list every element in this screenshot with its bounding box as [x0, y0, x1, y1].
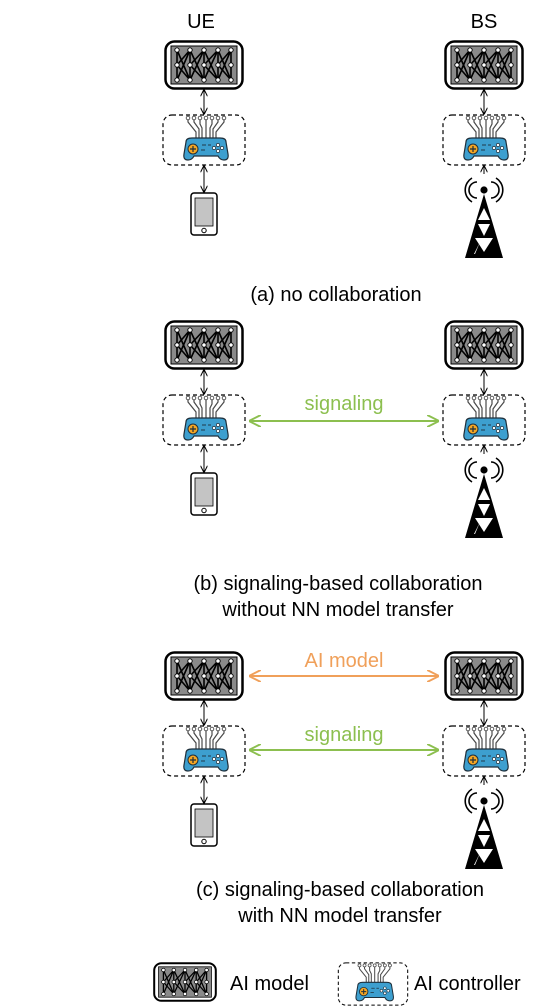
- legend-ai-controller-label: AI controller: [414, 973, 521, 995]
- panel-b: signaling (b) signaling-based collaborat…: [162, 320, 526, 621]
- signaling-label: signaling: [305, 393, 384, 415]
- ue-ai-controller-icon: [162, 394, 246, 446]
- legend-ai-model-label: AI model: [230, 973, 309, 995]
- caption-c-line1: (c) signaling-based collaboration: [196, 879, 484, 901]
- signaling-label: signaling: [305, 724, 384, 746]
- caption-a: (a) no collaboration: [250, 284, 421, 306]
- legend-ai-model-icon: [153, 962, 217, 1002]
- bs-ai-controller-icon: [442, 114, 526, 166]
- phone-icon: [190, 803, 218, 847]
- bs-column-header: BS: [471, 11, 498, 33]
- caption-b-line1: (b) signaling-based collaboration: [193, 573, 482, 595]
- panel-c: AI model signaling (c) signaling-based c…: [162, 650, 526, 927]
- caption-b-line2: without NN model transfer: [221, 599, 454, 621]
- panel-a: (a) no collaboration: [162, 40, 526, 306]
- bs-ai-controller-icon: [442, 394, 526, 446]
- bs-ai-model-icon: [444, 320, 524, 370]
- base-station-tower-icon: [464, 177, 504, 259]
- ue-ai-model-icon: [164, 320, 244, 370]
- ue-ai-controller-icon: [162, 725, 246, 777]
- ue-ai-model-icon: [164, 40, 244, 90]
- caption-c-line2: with NN model transfer: [237, 905, 442, 927]
- bs-ai-model-icon: [444, 40, 524, 90]
- legend: AI model AI controller: [153, 962, 521, 1006]
- phone-icon: [190, 192, 218, 236]
- bs-ai-model-icon: [444, 651, 524, 701]
- ai-model-transfer-label: AI model: [305, 650, 384, 672]
- ue-ai-model-icon: [164, 651, 244, 701]
- ue-column-header: UE: [187, 11, 215, 33]
- base-station-tower-icon: [464, 788, 504, 870]
- ue-ai-controller-icon: [162, 114, 246, 166]
- bs-ai-controller-icon: [442, 725, 526, 777]
- base-station-tower-icon: [464, 457, 504, 539]
- phone-icon: [190, 472, 218, 516]
- legend-ai-controller-icon: [337, 962, 409, 1006]
